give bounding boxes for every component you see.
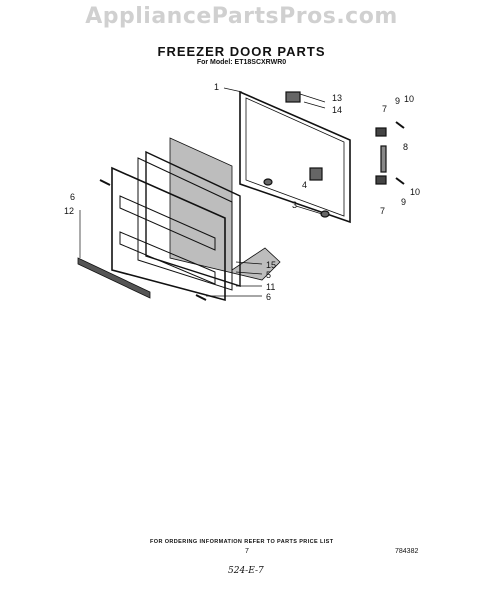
plug-3-right (320, 210, 330, 218)
callout-15: 15 (266, 260, 276, 270)
callout-11: 11 (266, 282, 275, 292)
ordering-note: FOR ORDERING INFORMATION REFER TO PARTS … (150, 539, 334, 545)
screw-lower (395, 177, 405, 185)
callout-9-upper: 9 (395, 96, 400, 106)
callout-4: 4 (302, 180, 307, 190)
screw-6-upper (99, 179, 111, 186)
door-outer-panel (239, 90, 351, 224)
door-liner (111, 166, 226, 302)
callout-7-upper: 7 (382, 104, 387, 114)
liner-shelf-lower (119, 231, 216, 285)
door-breaker (137, 157, 233, 291)
hinge-clip-4 (309, 167, 323, 181)
callout-13: 13 (332, 93, 342, 103)
insulation-panel (169, 137, 281, 281)
callout-14: 14 (332, 105, 342, 115)
callout-6-upper: 6 (70, 192, 75, 202)
handwritten-note: 524-E-7 (228, 566, 264, 576)
handle-bar (380, 145, 387, 173)
callout-9-lower: 9 (401, 197, 406, 207)
page-title: FREEZER DOOR PARTS (157, 44, 326, 59)
model-subtitle: For Model: ET18SCXRWR0 (196, 59, 287, 66)
handle-bracket-upper (375, 127, 387, 137)
callout-10-upper: 10 (404, 94, 414, 104)
callout-1: 1 (214, 82, 219, 92)
figure-code: 784382 (395, 548, 419, 555)
plug-3-left (263, 178, 273, 186)
door-rack-bar (77, 257, 151, 299)
screw-upper (395, 121, 405, 129)
page-number: 7 (245, 548, 249, 555)
callout-12: 12 (64, 206, 74, 216)
liner-shelf-upper (119, 195, 216, 251)
clip-13-14 (285, 91, 301, 103)
callout-8: 8 (403, 142, 408, 152)
screw-6-lower (195, 294, 207, 301)
callout-7-lower: 7 (380, 206, 385, 216)
handle-bracket-lower (375, 175, 387, 185)
leader-lines (79, 87, 326, 297)
callout-5: 5 (266, 270, 271, 280)
door-outer-panel-inner-edge (245, 97, 345, 217)
callout-10-lower: 10 (410, 187, 420, 197)
callout-6-lower: 6 (266, 292, 271, 302)
callout-3: 3 (292, 200, 297, 210)
watermark-logo: AppliancePartsPros.com (85, 4, 398, 29)
